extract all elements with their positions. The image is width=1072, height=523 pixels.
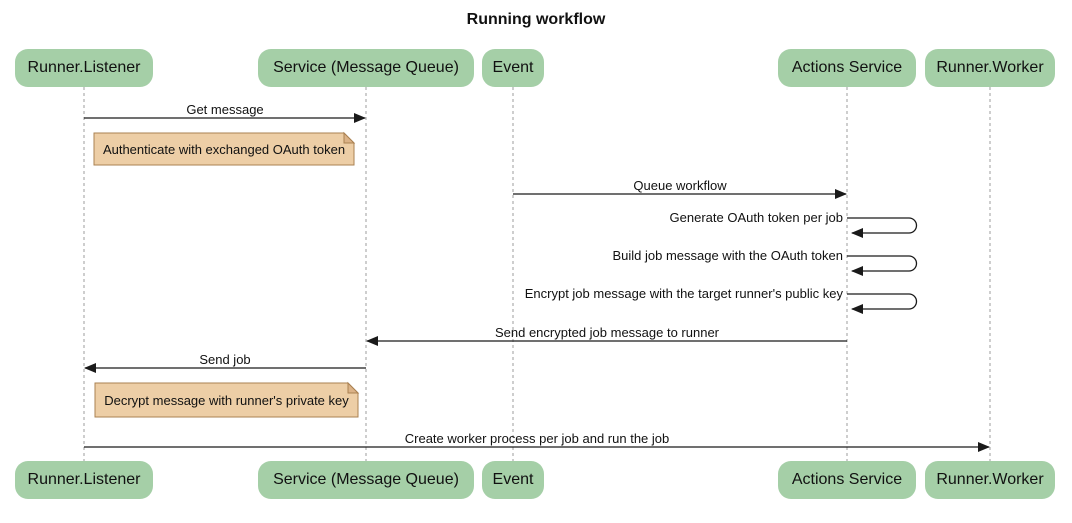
actor-bottom-runner-listener: Runner.Listener: [15, 461, 153, 499]
actor-top-runner-listener: Runner.Listener: [15, 49, 153, 87]
actor-bottom-actions-service: Actions Service: [778, 461, 916, 499]
note-shape-authenticate: [93, 132, 355, 166]
note-decrypt-private-key: Decrypt message with runner's private ke…: [104, 392, 349, 408]
note-fold-icon: [343, 131, 356, 144]
actor-bottom-service-message-queue: Service (Message Queue): [258, 461, 474, 499]
note-fold-icon: [347, 381, 360, 394]
actor-bottom-event: Event: [482, 461, 544, 499]
self-arrow-generate-oauth-token: [847, 217, 918, 238]
actor-top-runner-worker: Runner.Worker: [925, 49, 1055, 87]
actor-top-actions-service: Actions Service: [778, 49, 916, 87]
message-label-queue-workflow: Queue workflow: [633, 178, 727, 193]
message-label-get-message: Get message: [186, 102, 264, 117]
message-label-send-job: Send job: [199, 352, 251, 367]
actor-bottom-runner-worker: Runner.Worker: [925, 461, 1055, 499]
note-shape-decrypt: [94, 382, 359, 418]
note-authenticate-oauth-token: Authenticate with exchanged OAuth token: [102, 141, 346, 157]
self-arrow-encrypt-job-message: [847, 293, 918, 314]
message-label-build-job-message: Build job message with the OAuth token: [612, 248, 843, 263]
message-label-encrypt-job-message: Encrypt job message with the target runn…: [524, 286, 843, 301]
diagram-title: Running workflow: [466, 11, 606, 28]
actor-top-service-message-queue: Service (Message Queue): [258, 49, 474, 87]
message-label-generate-oauth-token: Generate OAuth token per job: [669, 210, 843, 225]
actor-top-event: Event: [482, 49, 544, 87]
message-label-create-worker-process: Create worker process per job and run th…: [404, 431, 670, 446]
message-label-send-encrypted-job-message: Send encrypted job message to runner: [494, 325, 720, 340]
self-arrow-build-job-message: [847, 255, 918, 276]
